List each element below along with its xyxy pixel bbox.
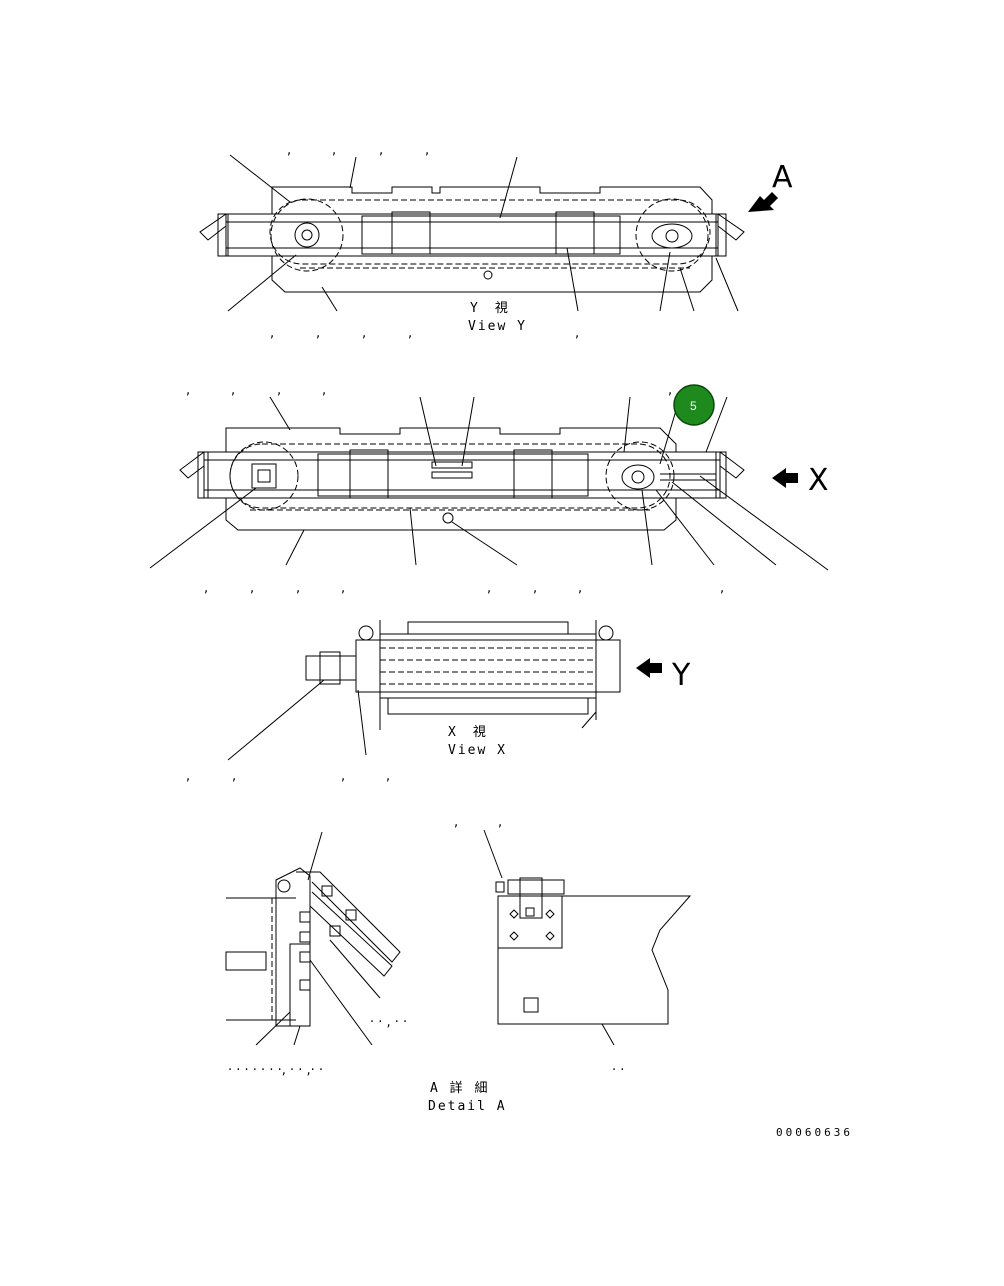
view-y-title-en: View Y xyxy=(468,319,527,334)
arrow-y-label: Y xyxy=(671,658,691,693)
front-view-drawing: ,, ,, , ,, ,, ,, ,, xyxy=(149,383,829,596)
view-x-drawing: ,, ,, xyxy=(186,620,662,784)
drawing-number: 00060636 xyxy=(776,1126,853,1139)
svg-text:,: , xyxy=(186,769,190,784)
svg-text:· · , · ·: · · , · · xyxy=(370,1015,407,1030)
svg-text:,: , xyxy=(408,326,412,341)
view-x-title-jp: X 視 xyxy=(448,725,488,740)
svg-text:,: , xyxy=(341,769,345,784)
arrow-a-label: A xyxy=(772,160,793,195)
svg-text:,: , xyxy=(186,383,190,398)
svg-text:,: , xyxy=(533,581,537,596)
view-y-drawing: ,, ,, ,, ,, , xyxy=(199,143,778,341)
svg-text:,: , xyxy=(316,326,320,341)
detail-a-right-drawing: ,, · · xyxy=(454,815,692,1078)
detail-a-title-jp: A 詳 細 xyxy=(430,1080,489,1096)
detail-a-left-drawing: · · , · · · · · · · · ·, · · ,· · xyxy=(225,831,407,1078)
svg-text:,: , xyxy=(231,383,235,398)
callout-badge[interactable]: 5 xyxy=(673,384,715,426)
svg-text:,: , xyxy=(575,326,579,341)
view-x-title-en: View X xyxy=(448,743,507,758)
svg-text:,: , xyxy=(379,143,383,158)
detail-a-title-en: Detail A xyxy=(428,1099,507,1114)
svg-text:,: , xyxy=(287,143,291,158)
svg-text:,: , xyxy=(332,143,336,158)
svg-text:,: , xyxy=(454,815,458,830)
svg-text:,: , xyxy=(322,383,326,398)
svg-text:,: , xyxy=(578,581,582,596)
svg-text:· · · · · · ·, · · ,· ·: · · · · · · ·, · · ,· · xyxy=(228,1063,323,1078)
svg-text:,: , xyxy=(232,769,236,784)
svg-text:,: , xyxy=(362,326,366,341)
view-y-title-jp: Y 視 xyxy=(470,301,510,316)
svg-text:,: , xyxy=(250,581,254,596)
svg-text:,: , xyxy=(425,143,429,158)
callout-badge-number: 5 xyxy=(690,399,697,413)
svg-text:,: , xyxy=(720,581,724,596)
svg-text:,: , xyxy=(668,383,672,398)
svg-text:,: , xyxy=(487,581,491,596)
svg-text:,: , xyxy=(277,383,281,398)
svg-text:,: , xyxy=(296,581,300,596)
arrow-x-label: X xyxy=(808,463,829,498)
svg-text:,: , xyxy=(341,581,345,596)
svg-text:,: , xyxy=(270,326,274,341)
svg-text:,: , xyxy=(386,769,390,784)
svg-text:,: , xyxy=(204,581,208,596)
svg-text:· ·: · · xyxy=(612,1063,624,1078)
svg-text:,: , xyxy=(498,815,502,830)
